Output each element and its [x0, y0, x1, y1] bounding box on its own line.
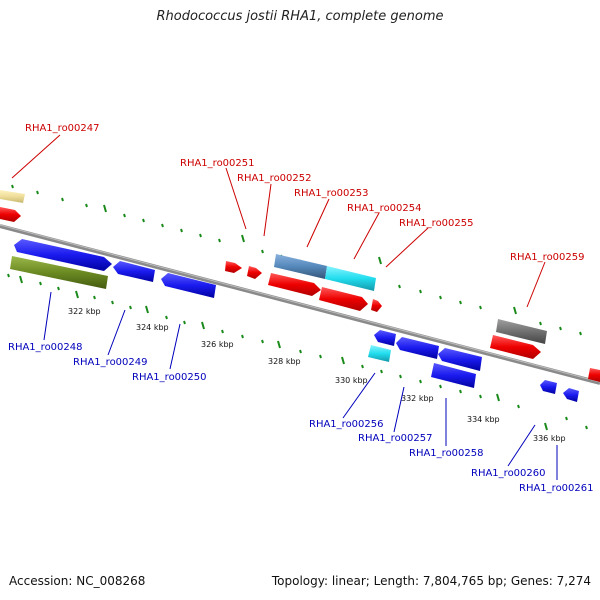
- kbp-label: 330 kbp: [335, 376, 368, 385]
- gene-arrow-ro00259[interactable]: [496, 319, 547, 344]
- kbp-label: 334 kbp: [467, 415, 500, 424]
- gene-arrow-ro00250[interactable]: [161, 273, 216, 298]
- gene-arrow-ro00255[interactable]: [319, 287, 368, 311]
- gene-label-ro00247[interactable]: RHA1_ro00247: [25, 123, 100, 134]
- kbp-label: 332 kbp: [401, 394, 434, 403]
- genome-backbone: [0, 224, 600, 385]
- gene-label-ro00258[interactable]: RHA1_ro00258: [409, 448, 484, 459]
- gene-arrow-ro00254[interactable]: [325, 266, 376, 291]
- gene-arrow-ro00252[interactable]: [247, 266, 262, 279]
- gene-label-ro00254[interactable]: RHA1_ro00254: [347, 203, 422, 214]
- gene-arrow-ro00247[interactable]: [0, 190, 25, 203]
- gene-arrow-ro00255-tip[interactable]: [371, 299, 382, 312]
- gene-arrow-ro00257[interactable]: [396, 337, 439, 359]
- gene-arrow-ro00248-olive[interactable]: [10, 256, 108, 289]
- gene-label-ro00259[interactable]: RHA1_ro00259: [510, 252, 585, 263]
- gene-label-ro00250[interactable]: RHA1_ro00250: [132, 372, 207, 383]
- forward-gene-labels: RHA1_ro00247 RHA1_ro00251 RHA1_ro00252 R…: [25, 123, 585, 263]
- gene-arrow-ro00251[interactable]: [225, 261, 242, 273]
- gene-arrow-ro00256[interactable]: [374, 330, 396, 346]
- gene-label-ro00252[interactable]: RHA1_ro00252: [237, 173, 312, 184]
- gene-label-ro00257[interactable]: RHA1_ro00257: [358, 433, 433, 444]
- reverse-leaders: [43, 291, 558, 480]
- gene-arrow-ro00253-red[interactable]: [268, 273, 321, 296]
- genome-title: Rhodococcus jostii RHA1, complete genome: [156, 9, 444, 24]
- kbp-label: 324 kbp: [136, 323, 169, 332]
- gene-arrow-ro00248[interactable]: [14, 239, 112, 271]
- gene-arrow-ro00256-cyan[interactable]: [368, 345, 391, 362]
- forward-leaders: [11, 134, 546, 308]
- lower-tick-row: [7, 273, 588, 431]
- gene-label-ro00251[interactable]: RHA1_ro00251: [180, 158, 255, 169]
- kbp-labels: 322 kbp 324 kbp 326 kbp 328 kbp 330 kbp …: [68, 307, 566, 443]
- gene-arrow-ro00249[interactable]: [113, 261, 155, 282]
- kbp-label: 336 kbp: [533, 434, 566, 443]
- kbp-label: 326 kbp: [201, 340, 234, 349]
- gene-label-ro00248[interactable]: RHA1_ro00248: [8, 342, 83, 353]
- forward-gene-track: [0, 190, 600, 382]
- genome-backbone-highlight: [0, 224, 600, 383]
- gene-label-ro00256[interactable]: RHA1_ro00256: [309, 419, 384, 430]
- gene-arrow-ro00253[interactable]: [274, 254, 327, 279]
- gene-arrow-ro00247-red[interactable]: [0, 207, 21, 222]
- gene-arrow-edge[interactable]: [588, 368, 600, 382]
- kbp-label: 322 kbp: [68, 307, 101, 316]
- gene-arrow-ro00261[interactable]: [563, 388, 579, 402]
- gene-arrow-ro00260[interactable]: [540, 380, 557, 394]
- gene-label-ro00249[interactable]: RHA1_ro00249: [73, 357, 148, 368]
- gene-label-ro00255[interactable]: RHA1_ro00255: [399, 218, 474, 229]
- kbp-label: 328 kbp: [268, 357, 301, 366]
- accession-text: Accession: NC_008268: [9, 574, 146, 588]
- gene-label-ro00253[interactable]: RHA1_ro00253: [294, 188, 369, 199]
- reverse-gene-labels: RHA1_ro00248 RHA1_ro00249 RHA1_ro00250 R…: [8, 342, 594, 494]
- gene-arrow-ro00259-red[interactable]: [490, 335, 541, 359]
- gene-arrow-ro00258-b[interactable]: [431, 363, 476, 388]
- gene-label-ro00261[interactable]: RHA1_ro00261: [519, 483, 594, 494]
- gene-label-ro00260[interactable]: RHA1_ro00260: [471, 468, 546, 479]
- gene-arrow-ro00258[interactable]: [438, 348, 482, 371]
- genome-summary-text: Topology: linear; Length: 7,804,765 bp; …: [271, 574, 591, 588]
- reverse-gene-track: [10, 239, 579, 402]
